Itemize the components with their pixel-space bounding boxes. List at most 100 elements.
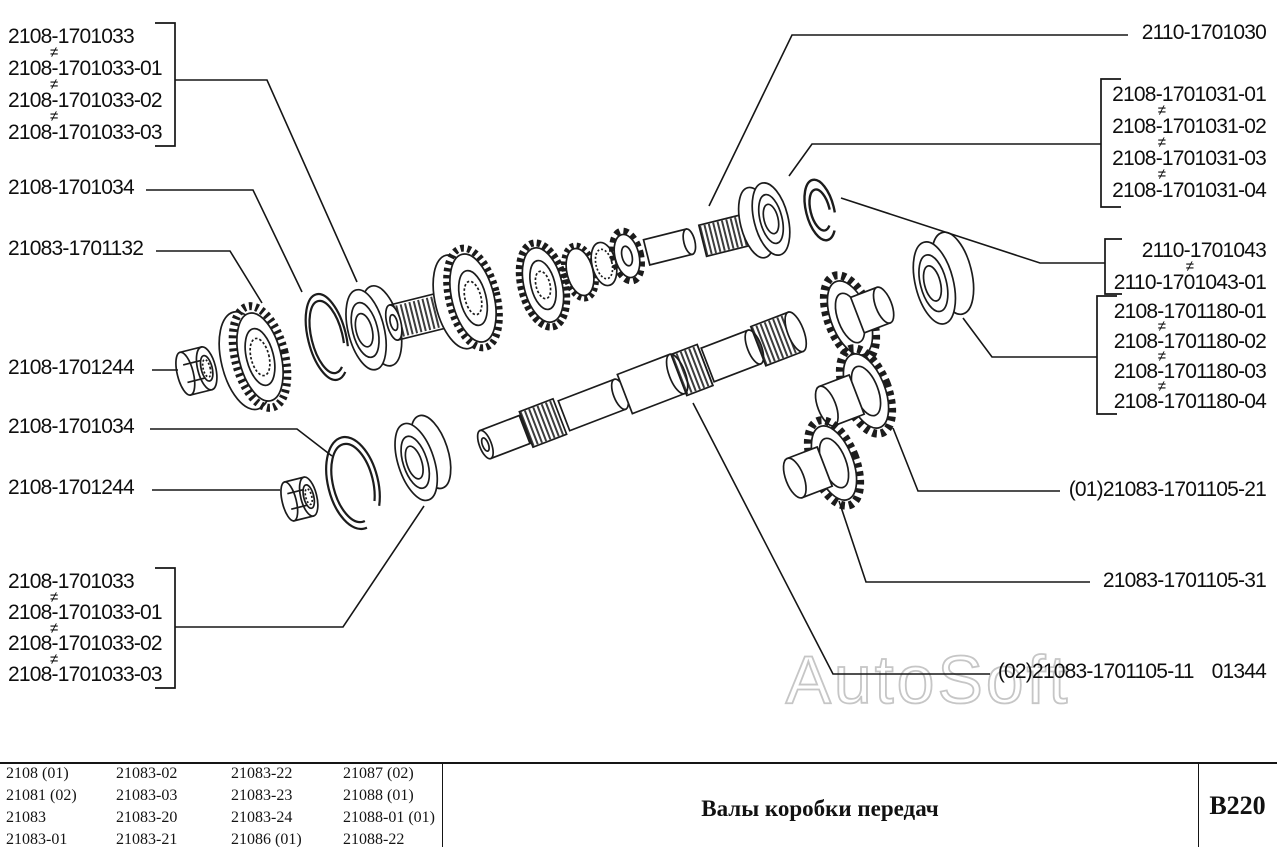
model-code: 21083-20 [116,809,178,826]
not-interchangeable-icon: ≠ [1157,318,1166,335]
lock-ring [325,435,381,531]
model-code: 21088 (01) [343,787,414,804]
pinion-gear-bottom [782,416,865,510]
part-number-label: 21083-1701132 [8,237,144,260]
output-shaft-tip [476,414,532,460]
model-code: 21083-23 [231,787,293,804]
part-number-label: 2108-1701180-02 [1113,330,1267,353]
part-number-label: 2108-1701033-03 [8,663,163,686]
part-number-label: 2108-1701180-04 [1113,390,1267,413]
model-code: 21083-21 [116,831,178,847]
model-code: 21083 [6,809,46,826]
ball-bearing-lower [394,414,452,502]
leader-tl-132 [156,250,263,304]
leader-r-1180 [962,317,1097,358]
model-code: 21083-24 [231,809,293,826]
pinion-gear-top [819,271,895,365]
bracket-r-1180 [1096,295,1117,415]
output-shaft-section-1 [557,378,630,432]
part-number-label: 2108-1701180-03 [1113,360,1267,383]
locknut-upper [175,345,218,397]
input-shaft-neck [642,228,697,266]
leader-r-1105-21 [892,427,1060,492]
not-interchangeable-icon: ≠ [50,651,59,668]
part-number-label: 21083-1701105-31 [1102,569,1267,592]
model-code: 21083-03 [116,787,178,804]
leader-tl-34a [146,189,303,293]
part-number-label: 2108-1701034 [8,176,135,199]
part-number-label: 2108-1701244 [8,356,135,379]
not-interchangeable-icon: ≠ [1157,166,1166,183]
part-number-label: 2108-1701180-01 [1113,300,1267,323]
leader-tl-group [175,79,358,283]
sheet-title: Валы коробки передач [701,796,939,821]
part-number-label: 2108-1701031-04 [1112,179,1267,202]
synchro-hub [345,284,403,371]
not-interchangeable-icon: ≠ [1157,378,1166,395]
label-group-input-shaft: 2108-1701033 ≠ 2108-1701033-01 ≠ 2108-17… [8,25,163,144]
not-interchangeable-icon: ≠ [1157,348,1166,365]
bracket-r-1031 [1100,78,1121,208]
not-interchangeable-icon: ≠ [1185,258,1194,275]
parts-artwork [175,178,975,531]
not-interchangeable-icon: ≠ [50,44,59,61]
not-interchangeable-icon: ≠ [50,620,59,637]
leader-lines [146,34,1128,675]
output-shaft-spline-a [518,397,568,449]
part-number-label: 2108-1701033-02 [8,632,163,655]
group-brackets [155,22,1122,689]
figure-code: 01344 [1211,660,1267,683]
model-code: 21088-01 (01) [343,809,435,826]
spring-washer [304,292,350,382]
leader-r-1105-11 [692,402,990,675]
input-shaft-tip [384,290,452,342]
part-number-label: 2110-1701030 [1141,21,1267,44]
pinion-gear-middle [814,344,897,438]
footer-divider-2 [1198,764,1199,847]
leader-r-1105-31 [838,500,1090,583]
not-interchangeable-icon: ≠ [1157,134,1166,151]
part-number-label: 2108-1701031-03 [1112,147,1267,170]
bracket-tl-group [155,22,176,147]
footer-divider-1 [442,764,443,847]
part-number-label: 2108-1701033 [8,570,135,593]
shaft-helical-gear [515,239,571,331]
part-number-label: 2110-1701043 [1141,239,1267,262]
leader-r-1043 [840,197,1105,264]
sheet-code: B220 [1209,791,1266,820]
model-code: 2108 (01) [6,765,69,782]
label-group-bearings-1043: 2110-1701043 ≠ 2110-1701043-01 [1113,239,1267,294]
part-number-label: (02)21083-1701105-11 [997,660,1195,683]
model-code: 21083-22 [231,765,293,782]
part-number-label: 2108-1701033-02 [8,89,163,112]
label-group-output-shaft: 2108-1701033 ≠ 2108-1701033-01 ≠ 2108-17… [8,570,163,686]
leader-bl-group [175,505,425,628]
model-code: 21083-01 [6,831,68,847]
part-number-label: (01)21083-1701105-21 [1068,478,1267,501]
label-group-bearings-1031: 2108-1701031-01 ≠ 2108-1701031-02 ≠ 2108… [1112,83,1267,202]
part-number-label: 2108-1701033 [8,25,135,48]
part-number-label: 2108-1701031-02 [1112,115,1267,138]
ball-bearing-front [737,182,791,259]
output-shaft-section-2 [616,353,689,415]
bracket-bl-group [155,567,176,689]
leader-tl-34b [150,428,333,457]
shaft-spur-gear [432,244,503,352]
part-number-label: 2108-1701033-01 [8,57,163,80]
model-code: 21086 (01) [231,831,302,847]
leader-r-1031 [788,143,1101,177]
shaft-pinion-gear [609,227,645,285]
locknut-lower [280,476,319,522]
output-shaft-spline-b [669,343,715,397]
not-interchangeable-icon: ≠ [50,76,59,93]
not-interchangeable-icon: ≠ [50,108,59,125]
part-number-label: 2110-1701043-01 [1113,271,1267,294]
part-number-label: 2108-1701033-01 [8,601,163,624]
part-number-label: 2108-1701244 [8,476,135,499]
output-shaft-spline-c [749,311,808,367]
model-code: 21081 (02) [6,787,77,804]
label-group-bearings-1180: 2108-1701180-01 ≠ 2108-1701180-02 ≠ 2108… [1113,300,1267,413]
bearing-snap-ring [803,178,837,242]
part-number-label-with-code: (02)21083-1701105-11 01344 [997,660,1267,683]
part-number-label: 2108-1701031-01 [1112,83,1267,106]
